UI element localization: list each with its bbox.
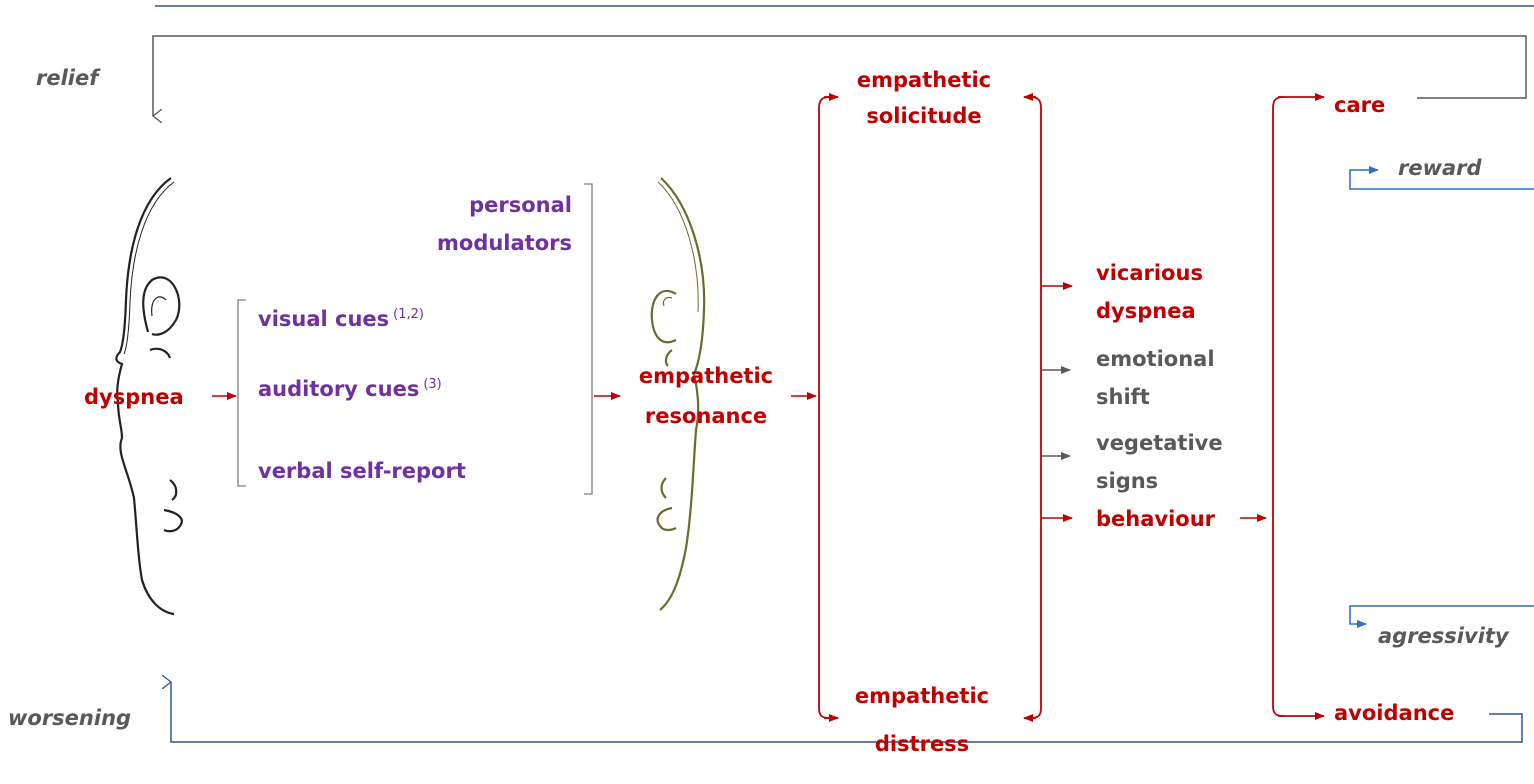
cues-bracket [237, 299, 246, 487]
visual-cues-label: visual cues(1,2) [258, 307, 424, 331]
reward-arrow [1349, 166, 1534, 190]
dyspnea-label: dyspnea [84, 385, 184, 409]
empathetic-distress-label: empathetic distress [854, 684, 990, 756]
emotional-shift-label: emotional shift [1096, 347, 1215, 409]
agressivity-label: agressivity [1378, 624, 1509, 648]
personal-modulators-label: personal modulators [437, 193, 572, 255]
resonance-branch-bracket [818, 96, 831, 719]
verbal-self-report-label: verbal self-report [258, 459, 466, 483]
modulators-bracket [584, 183, 593, 495]
worsening-label: worsening [8, 706, 132, 730]
empathetic-solicitude-label: empathetic solicitude [856, 68, 992, 128]
auditory-cues-label: auditory cues(3) [258, 377, 442, 401]
behaviour-label: behaviour [1096, 507, 1216, 531]
vicarious-dyspnea-label: vicarious dyspnea [1096, 261, 1203, 323]
observer-face-icon [650, 177, 706, 611]
relief-feedback-arrow [153, 35, 1527, 116]
agressivity-arrow [1349, 605, 1534, 628]
avoidance-label: avoidance [1334, 701, 1455, 725]
observed-face-icon [115, 177, 183, 616]
outcomes-bracket [1029, 96, 1042, 719]
vegetative-signs-label: vegetative signs [1096, 431, 1223, 493]
behaviour-branch-bracket [1272, 96, 1285, 717]
empathetic-resonance-label: empathetic resonance [638, 364, 774, 428]
auditory-cues-ref: (3) [423, 377, 442, 392]
worsening-feedback-arrow [171, 682, 1523, 743]
reward-label: reward [1398, 156, 1482, 180]
visual-cues-ref: (1,2) [393, 307, 424, 322]
relief-label: relief [36, 66, 99, 90]
care-label: care [1334, 93, 1386, 117]
